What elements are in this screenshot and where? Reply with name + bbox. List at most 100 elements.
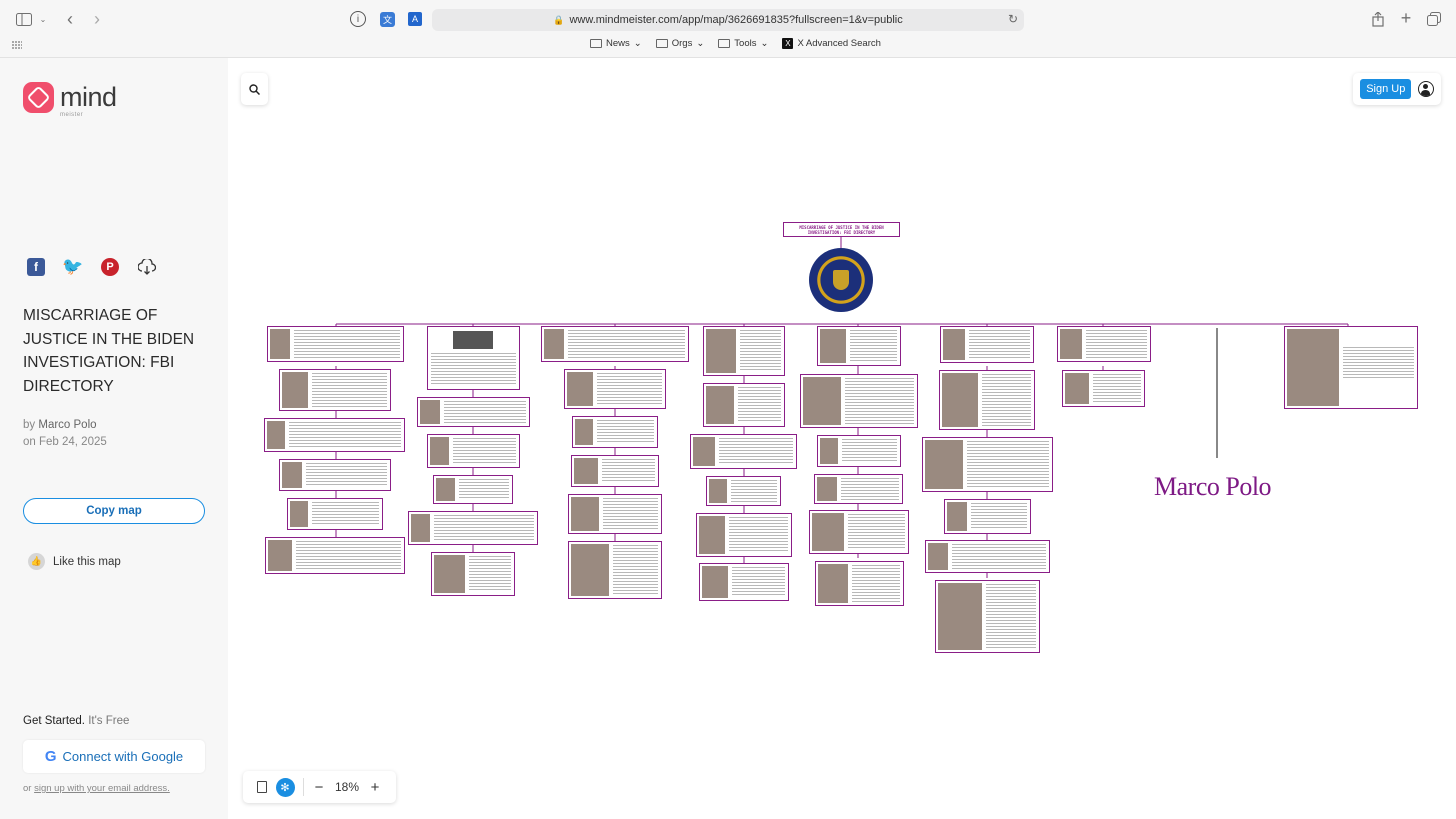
mindmeister-logo[interactable]: mind meister	[23, 82, 117, 118]
lock-icon: 🔒	[553, 14, 565, 25]
map-node[interactable]	[408, 511, 538, 545]
folder-icon	[655, 39, 668, 48]
facebook-icon[interactable]: f	[27, 258, 45, 276]
email-signup-link[interactable]: sign up with your email address.	[34, 783, 170, 794]
map-node[interactable]	[815, 561, 904, 606]
share-icon[interactable]	[1370, 11, 1386, 27]
map-node[interactable]	[690, 434, 797, 469]
map-node[interactable]	[267, 326, 404, 362]
browser-toolbar: ⌄ ‹ › i 文 A 🔒 www.mindmeister.com/app/ma…	[0, 0, 1456, 58]
extension-icon[interactable]: A	[408, 12, 422, 26]
map-node[interactable]	[431, 552, 515, 596]
map-node[interactable]	[703, 326, 785, 376]
bookmark-orgs[interactable]: Orgs⌄	[655, 38, 705, 49]
map-node[interactable]	[814, 474, 903, 504]
download-icon[interactable]	[138, 258, 156, 276]
bookmark-tools[interactable]: Tools⌄	[718, 38, 768, 49]
brand-name: mind meister	[60, 82, 117, 118]
info-icon[interactable]: i	[350, 11, 366, 27]
map-node[interactable]	[279, 369, 391, 411]
map-node[interactable]	[265, 537, 405, 574]
map-node[interactable]	[809, 510, 909, 554]
bookmark-news[interactable]: News⌄	[590, 38, 642, 49]
bookmark-label: News	[606, 38, 630, 49]
sign-up-button[interactable]: Sign Up	[1360, 79, 1412, 99]
map-info-sidebar: mind meister f 🐦 P MISCARRIAGE OF JUSTIC…	[0, 58, 228, 819]
reload-icon[interactable]: ↻	[1007, 12, 1018, 26]
tab-overview-icon[interactable]	[1426, 11, 1442, 27]
get-started-text: Get Started. It's Free	[23, 715, 129, 727]
back-icon[interactable]: ‹	[67, 8, 73, 29]
address-bar[interactable]: 🔒 www.mindmeister.com/app/map/3626691835…	[432, 9, 1024, 31]
search-icon[interactable]	[241, 73, 268, 105]
map-node[interactable]	[1062, 370, 1145, 407]
sidebar-toggle-icon[interactable]	[15, 11, 33, 27]
zoom-out-button[interactable]: −	[314, 778, 324, 796]
map-node[interactable]	[279, 459, 391, 491]
map-node[interactable]	[568, 541, 662, 599]
brand-subtext: meister	[60, 112, 84, 118]
map-root-node[interactable]: MISCARRIAGE OF JUSTICE IN THE BIDEN INVE…	[783, 222, 900, 237]
forward-icon[interactable]: ›	[94, 8, 100, 29]
author-link[interactable]: Marco Polo	[38, 419, 97, 431]
map-node[interactable]	[264, 418, 405, 452]
document-view-icon[interactable]	[251, 781, 273, 793]
zoom-toolbar: ✻ − 18% +	[243, 771, 396, 803]
copy-map-button[interactable]: Copy map	[23, 498, 205, 524]
url-text: www.mindmeister.com/app/map/3626691835?f…	[569, 14, 903, 26]
map-node[interactable]	[564, 369, 666, 409]
publish-date: on Feb 24, 2025	[23, 436, 107, 448]
map-node[interactable]	[699, 563, 789, 601]
like-label: Like this map	[53, 555, 121, 568]
chevron-down-icon: ⌄	[696, 38, 705, 49]
chevron-down-icon[interactable]: ⌄	[39, 14, 47, 24]
bookmark-label: Orgs	[671, 38, 693, 49]
map-node[interactable]	[800, 374, 918, 428]
twitter-icon[interactable]: 🐦	[62, 257, 84, 276]
map-node[interactable]	[572, 416, 658, 448]
google-icon: G	[44, 748, 57, 765]
map-node[interactable]	[706, 476, 781, 506]
account-controls: Sign Up	[1353, 73, 1441, 105]
apps-grid-icon[interactable]	[11, 40, 23, 50]
map-node[interactable]	[541, 326, 689, 362]
map-node[interactable]	[817, 326, 901, 366]
like-map-button[interactable]: 👍 Like this map	[28, 553, 121, 570]
map-node[interactable]	[417, 397, 530, 427]
get-started-label: Get Started.	[23, 715, 86, 727]
map-node[interactable]	[935, 580, 1040, 653]
or-text: or	[23, 783, 32, 794]
map-node[interactable]	[703, 383, 785, 427]
map-node[interactable]	[939, 370, 1035, 430]
mindmap-view-icon[interactable]: ✻	[273, 777, 297, 797]
pinterest-icon[interactable]: P	[101, 258, 119, 276]
bookmark-label: Tools	[734, 38, 757, 49]
map-node[interactable]	[1057, 326, 1151, 362]
brand-text: mind	[60, 82, 117, 112]
map-node[interactable]	[287, 498, 383, 530]
fbi-seal-image	[809, 248, 873, 312]
map-node[interactable]	[925, 540, 1050, 573]
marco-polo-logo: Marco Polo	[1154, 472, 1272, 501]
map-node[interactable]	[433, 475, 513, 504]
map-node[interactable]	[944, 499, 1031, 534]
map-node[interactable]	[568, 494, 662, 534]
x-logo-icon: X	[782, 38, 794, 49]
map-node[interactable]	[696, 513, 792, 557]
map-node[interactable]	[940, 326, 1034, 363]
connect-google-button[interactable]: G Connect with Google	[23, 740, 205, 773]
user-icon[interactable]	[1417, 81, 1434, 97]
map-node[interactable]	[1284, 326, 1418, 409]
map-node[interactable]	[571, 455, 659, 487]
map-node[interactable]	[427, 326, 520, 390]
zoom-in-button[interactable]: +	[370, 778, 380, 796]
new-tab-icon[interactable]: +	[1400, 7, 1412, 28]
translate-icon[interactable]: 文	[380, 12, 395, 27]
mind-map-canvas[interactable]: Sign Up MISCARRIAGE OF JUSTICE IN THE BI…	[228, 58, 1456, 819]
map-node[interactable]	[817, 435, 901, 467]
thumbs-up-icon: 👍	[28, 553, 45, 570]
map-node[interactable]	[922, 437, 1053, 492]
divider	[303, 778, 304, 796]
map-node[interactable]	[427, 434, 520, 468]
